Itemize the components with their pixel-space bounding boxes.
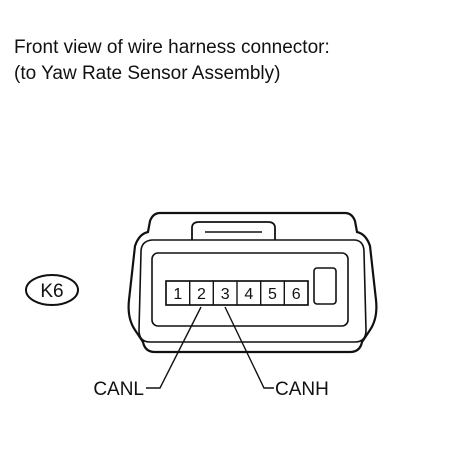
pin-label-4: 4 (244, 286, 253, 303)
connector-code-label: K6 (40, 281, 63, 302)
side-key (313, 267, 337, 305)
locking-tab (191, 221, 276, 240)
pin-label-5: 5 (268, 286, 277, 303)
connector-housing-inner (138, 239, 367, 343)
leader-line-canl (146, 306, 202, 389)
pin-label-3: 3 (221, 286, 230, 303)
pin-label-6: 6 (292, 286, 301, 303)
connector-housing-outer (127, 211, 378, 354)
signal-label-canh: CANH (275, 379, 329, 400)
connector-code-oval (25, 274, 79, 306)
pin-label-2: 2 (197, 286, 206, 303)
pin-label-1: 1 (173, 286, 182, 303)
pin-cell-6 (283, 280, 309, 306)
diagram-title-line-1: Front view of wire harness connector: (14, 37, 330, 58)
leader-line-canh (224, 306, 274, 389)
signal-label-canl: CANL (93, 379, 144, 400)
pin-row: 1 2 3 4 5 6 (165, 280, 309, 306)
pin-recess (151, 252, 349, 327)
diagram-title-line-2: (to Yaw Rate Sensor Assembly) (14, 63, 281, 84)
